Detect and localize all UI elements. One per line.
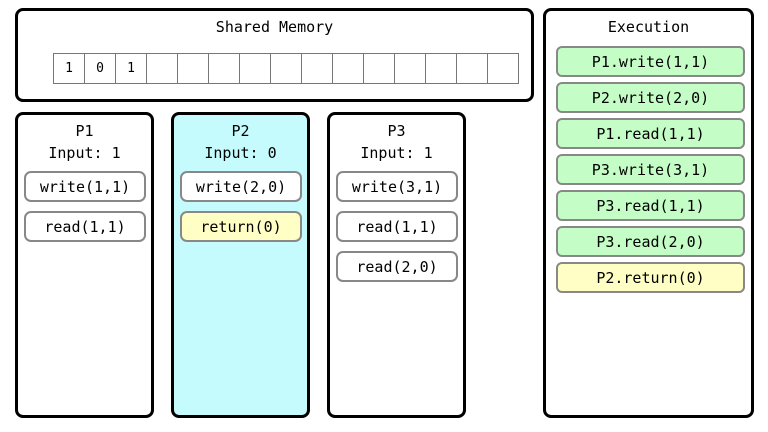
operation-box[interactable]: read(1,1)	[24, 211, 146, 242]
execution-step: P3.read(2,0)	[556, 226, 745, 257]
execution-title: Execution	[607, 18, 690, 36]
memory-cell	[333, 53, 364, 84]
execution-step-pending: P2.return(0)	[556, 262, 745, 293]
process-name: P3	[387, 122, 406, 140]
shared-memory-panel: Shared Memory 1 0 1	[15, 8, 534, 102]
process-panel-p2[interactable]: P2 Input: 0 write(2,0) return(0)	[171, 112, 310, 418]
execution-step: P3.write(3,1)	[556, 154, 745, 185]
memory-cell	[395, 53, 426, 84]
memory-cell: 1	[116, 53, 147, 84]
memory-cell	[457, 53, 488, 84]
process-input: Input: 0	[204, 144, 277, 162]
memory-cell	[364, 53, 395, 84]
execution-step: P1.read(1,1)	[556, 118, 745, 149]
memory-cell	[426, 53, 457, 84]
memory-cell	[488, 53, 519, 84]
process-input: Input: 1	[360, 144, 433, 162]
memory-cell: 1	[54, 53, 85, 84]
operation-box[interactable]: write(1,1)	[24, 171, 146, 202]
execution-step: P3.read(1,1)	[556, 190, 745, 221]
process-name: P2	[231, 122, 250, 140]
execution-step: P1.write(1,1)	[556, 46, 745, 77]
operation-box-pending[interactable]: return(0)	[180, 211, 302, 242]
operation-box[interactable]: write(3,1)	[336, 171, 458, 202]
memory-cell	[271, 53, 302, 84]
process-panel-p3[interactable]: P3 Input: 1 write(3,1) read(1,1) read(2,…	[327, 112, 466, 418]
execution-step: P2.write(2,0)	[556, 82, 745, 113]
memory-cell	[178, 53, 209, 84]
operation-box[interactable]: write(2,0)	[180, 171, 302, 202]
execution-panel: Execution P1.write(1,1) P2.write(2,0) P1…	[543, 8, 754, 418]
operation-box[interactable]: read(2,0)	[336, 251, 458, 282]
memory-cell: 0	[85, 53, 116, 84]
memory-cell	[240, 53, 271, 84]
process-input: Input: 1	[48, 144, 121, 162]
memory-cell	[147, 53, 178, 84]
process-panel-p1[interactable]: P1 Input: 1 write(1,1) read(1,1)	[15, 112, 154, 418]
memory-cell	[209, 53, 240, 84]
memory-cells: 1 0 1	[53, 53, 519, 84]
process-name: P1	[75, 122, 94, 140]
shared-memory-title: Shared Memory	[215, 18, 334, 36]
memory-cell	[302, 53, 333, 84]
operation-box[interactable]: read(1,1)	[336, 211, 458, 242]
